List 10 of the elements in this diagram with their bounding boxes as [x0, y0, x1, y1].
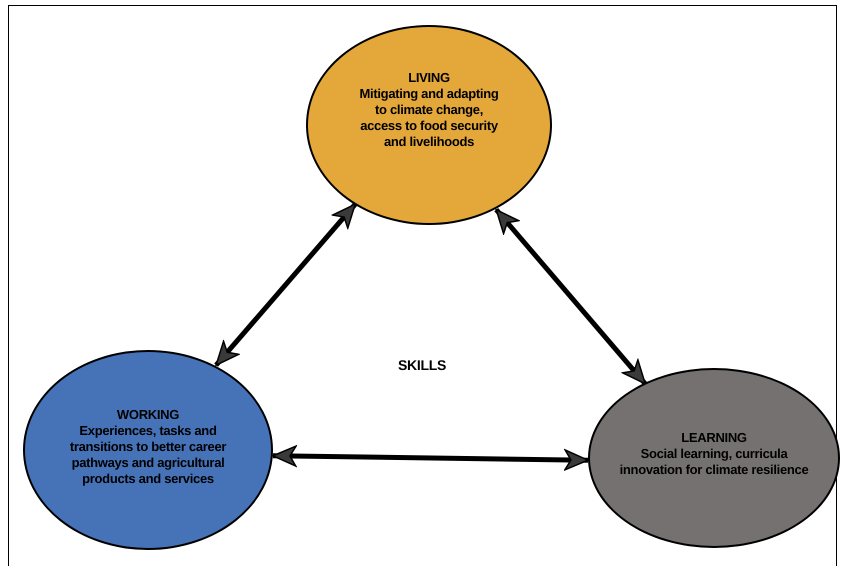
node-description: Social learning, curricula innovation for climate resilience — [618, 446, 810, 478]
node-title: WORKING — [116, 407, 180, 423]
node-title: LIVING — [408, 70, 450, 86]
node-description: Experiences, tasks and transitions to better career pathways and agricultural products and services — [68, 423, 228, 487]
center-label: SKILLS — [398, 357, 446, 373]
double-arrow — [214, 202, 358, 367]
node-title: LEARNING — [681, 430, 747, 446]
double-arrow — [272, 445, 589, 471]
double-arrow — [494, 208, 648, 386]
node-description: Mitigating and adapting to climate change, access to food security and livelihoods — [358, 86, 500, 150]
